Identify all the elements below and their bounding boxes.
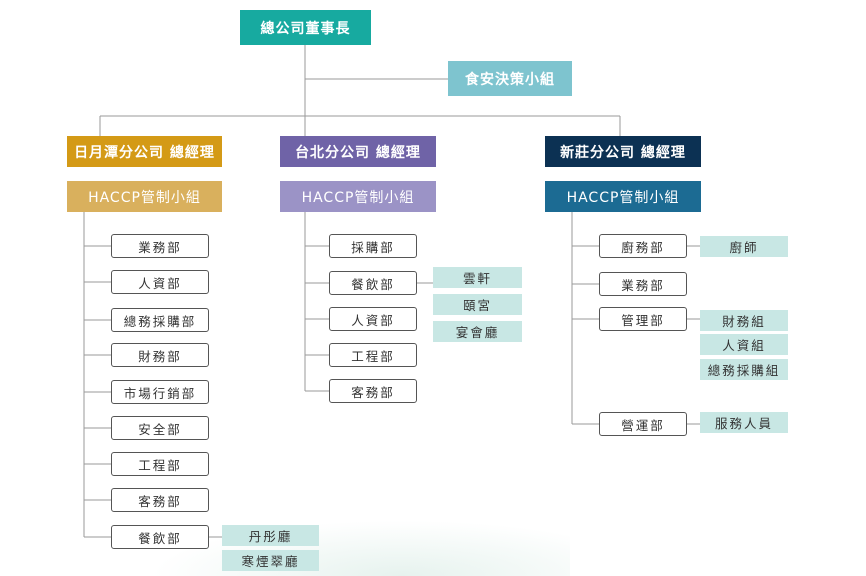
xinzhuang-gm-node: 新莊分公司 總經理 — [545, 136, 701, 167]
tpe-dept-engineering: 工程部 — [329, 343, 417, 367]
sun-moon-lake-gm-node: 日月潭分公司 總經理 — [67, 136, 222, 167]
sun-dept-hr: 人資部 — [111, 270, 209, 294]
tpe-dept-food-beverage: 餐飲部 — [329, 271, 417, 295]
chairman-node: 總公司董事長 — [240, 10, 371, 45]
sun-dept-food-beverage: 餐飲部 — [111, 525, 209, 549]
tpe-dept-hr: 人資部 — [329, 307, 417, 331]
sun-dept-general-purchasing: 總務採購部 — [111, 308, 209, 332]
sun-dept-safety: 安全部 — [111, 416, 209, 440]
tpe-subunit-banquet-hall: 宴會廳 — [433, 321, 522, 342]
xinzhuang-haccp-node: HACCP管制小組 — [545, 181, 701, 212]
tpe-dept-purchasing: 採購部 — [329, 234, 417, 258]
tpe-dept-guest-services: 客務部 — [329, 379, 417, 403]
xz-dept-management: 管理部 — [599, 307, 687, 331]
taipei-gm-node: 台北分公司 總經理 — [280, 136, 436, 167]
xz-dept-kitchen: 廚務部 — [599, 234, 687, 258]
food-safety-committee-node: 食安決策小組 — [448, 61, 572, 96]
xz-subunit-chef: 廚師 — [700, 236, 788, 257]
taipei-haccp-node: HACCP管制小組 — [280, 181, 436, 212]
sun-dept-finance: 財務部 — [111, 343, 209, 367]
xz-subunit-finance-team: 財務組 — [700, 310, 788, 331]
xz-dept-business: 業務部 — [599, 272, 687, 296]
tpe-subunit-yunxuan: 雲軒 — [433, 267, 522, 288]
sun-subunit-hanyancui-hall: 寒煙翠廳 — [222, 550, 319, 571]
sun-dept-business: 業務部 — [111, 234, 209, 258]
xz-subunit-general-purchasing-team: 總務採購組 — [700, 359, 788, 380]
sun-moon-lake-haccp-node: HACCP管制小組 — [67, 181, 222, 212]
sun-dept-guest-services: 客務部 — [111, 488, 209, 512]
sun-dept-marketing: 市場行銷部 — [111, 380, 209, 404]
xz-subunit-service-staff: 服務人員 — [700, 412, 788, 433]
xz-subunit-hr-team: 人資組 — [700, 334, 788, 355]
sun-subunit-dantong-hall: 丹彤廳 — [222, 525, 319, 546]
tpe-subunit-yigong: 頤宮 — [433, 294, 522, 315]
background-mist — [150, 520, 570, 576]
sun-dept-engineering: 工程部 — [111, 452, 209, 476]
xz-dept-operations: 營運部 — [599, 412, 687, 436]
